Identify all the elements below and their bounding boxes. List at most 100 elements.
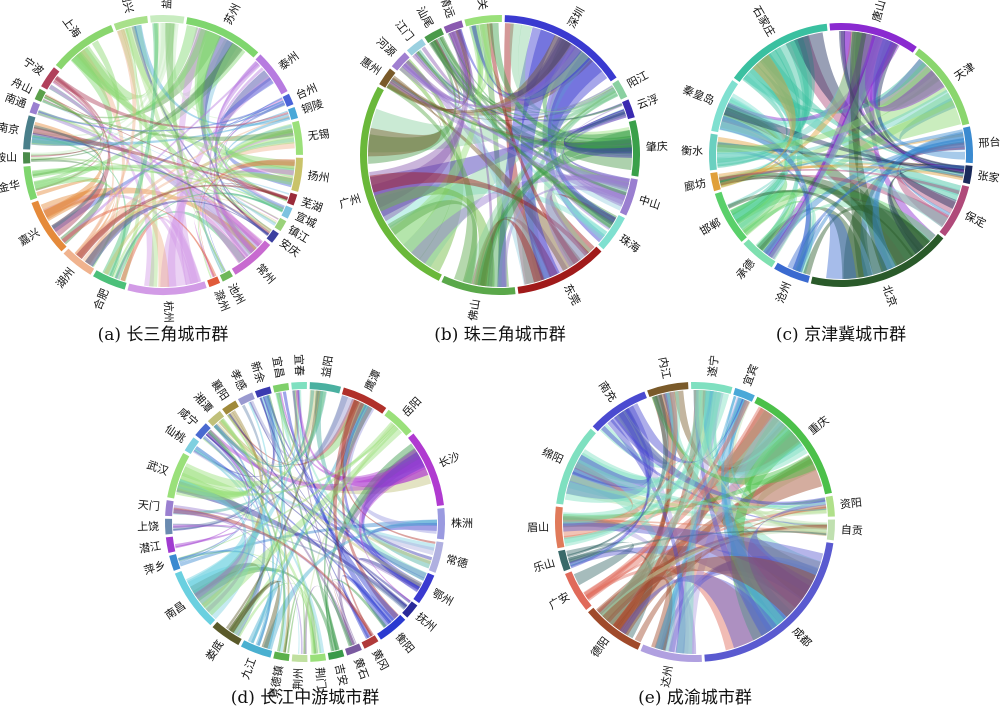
node-arc bbox=[714, 191, 747, 242]
node-arc bbox=[55, 24, 114, 70]
chord-ribbon bbox=[368, 93, 618, 153]
node-label: 芜湖 bbox=[299, 194, 324, 214]
chord-ribbon bbox=[719, 173, 788, 234]
node-arc bbox=[517, 246, 602, 294]
node-label: 上海 bbox=[60, 14, 84, 40]
node-arc bbox=[619, 178, 638, 216]
chord-ribbon bbox=[896, 142, 965, 228]
node-label: 金华 bbox=[0, 177, 21, 195]
chord-ribbon bbox=[520, 29, 571, 281]
chord-ribbon bbox=[693, 390, 803, 474]
chord-ribbon bbox=[608, 395, 670, 630]
chord-ribbon bbox=[717, 47, 801, 163]
node-arc bbox=[212, 621, 242, 646]
node-label: 天津 bbox=[952, 60, 978, 83]
node-label: 达州 bbox=[659, 665, 676, 689]
chord-ribbon bbox=[176, 27, 208, 285]
chord-ribbon bbox=[872, 131, 965, 272]
chord-ribbon bbox=[49, 85, 202, 285]
chord-ribbon bbox=[568, 530, 827, 564]
node-arc bbox=[23, 165, 38, 201]
chord-ribbon bbox=[660, 557, 818, 651]
node-arc bbox=[377, 614, 406, 640]
chord-ribbon bbox=[471, 216, 558, 285]
chord-ribbon bbox=[31, 113, 289, 146]
chord-ribbon bbox=[719, 172, 931, 267]
node-arc bbox=[291, 654, 308, 663]
chord-ribbon bbox=[177, 478, 247, 594]
node-arc bbox=[733, 23, 828, 82]
ribbon-group bbox=[368, 23, 633, 288]
node-label: 苏州 bbox=[222, 1, 243, 26]
node-arc bbox=[361, 635, 379, 649]
chord-ribbon bbox=[615, 410, 827, 511]
chord-ribbon bbox=[726, 36, 900, 122]
node-arc bbox=[710, 172, 721, 192]
chord-ribbon bbox=[762, 207, 816, 274]
node-arc bbox=[63, 248, 95, 275]
chord-ribbon bbox=[614, 410, 689, 654]
chord-ribbon bbox=[389, 78, 626, 205]
chord-ribbon bbox=[114, 210, 246, 280]
node-arc bbox=[195, 423, 211, 440]
ribbon-group bbox=[716, 31, 965, 279]
node-label: 眉山 bbox=[527, 521, 549, 535]
chord-chart-4: 益阳鹰潭岳阳长沙株洲常德鄂州抚州衡阳黄冈黄石吉安荆门荆州景德镇九江娄底南昌萍乡潜… bbox=[137, 354, 473, 708]
chord-ribbon bbox=[76, 49, 125, 265]
chord-ribbon bbox=[181, 391, 327, 488]
chord-ribbon bbox=[390, 24, 484, 245]
chord-ribbon bbox=[768, 35, 892, 260]
chord-ribbon bbox=[720, 113, 782, 188]
node-label: 珠海 bbox=[617, 231, 643, 255]
node-label: 武汉 bbox=[145, 458, 170, 478]
chord-ribbon bbox=[563, 109, 633, 158]
chord-ribbon bbox=[194, 30, 288, 202]
node-label: 景德镇 bbox=[266, 664, 285, 699]
chord-ribbon bbox=[416, 24, 483, 98]
chord-ribbon bbox=[367, 522, 437, 581]
chord-ribbon bbox=[173, 395, 349, 531]
node-label: 株洲 bbox=[451, 516, 473, 530]
chord-ribbon bbox=[744, 416, 826, 505]
chord-ribbon bbox=[542, 46, 605, 243]
chord-ribbon bbox=[719, 121, 814, 274]
chord-ribbon bbox=[267, 394, 340, 651]
node-arc bbox=[282, 93, 294, 107]
chord-ribbon bbox=[719, 115, 811, 273]
chord-ribbon bbox=[72, 23, 172, 100]
chord-ribbon bbox=[756, 206, 868, 279]
node-label: 潜江 bbox=[138, 538, 162, 555]
chord-ribbon bbox=[325, 443, 421, 652]
chord-ribbon bbox=[717, 35, 815, 169]
chord-ribbon bbox=[651, 395, 817, 485]
node-arc bbox=[266, 229, 279, 243]
chord-ribbon bbox=[249, 395, 354, 462]
node-arc bbox=[222, 400, 239, 415]
node-arc bbox=[709, 133, 718, 171]
chord-ribbon bbox=[654, 398, 746, 651]
node-label: 无锡 bbox=[307, 126, 331, 143]
chord-ribbon bbox=[717, 147, 812, 273]
chord-ribbon bbox=[662, 390, 715, 458]
node-label: 惠州 bbox=[358, 54, 384, 78]
node-arc bbox=[273, 651, 290, 662]
chord-ribbon bbox=[609, 455, 813, 633]
chord-ribbon bbox=[742, 92, 955, 237]
chord-ribbon bbox=[547, 48, 624, 207]
chord-ribbon bbox=[792, 214, 857, 279]
chord-ribbon bbox=[117, 29, 144, 282]
chord-ribbon bbox=[725, 98, 788, 221]
chord-ribbon bbox=[756, 457, 827, 526]
node-label: 东莞 bbox=[561, 282, 583, 308]
chord-ribbon bbox=[386, 40, 593, 116]
chord-ribbon bbox=[563, 410, 789, 540]
node-label: 汕尾 bbox=[414, 4, 436, 30]
chord-ribbon bbox=[717, 148, 961, 196]
chord-ribbon bbox=[275, 390, 302, 457]
chord-ribbon bbox=[619, 574, 777, 649]
chord-ribbon bbox=[563, 391, 730, 544]
chord-ribbon bbox=[743, 59, 927, 114]
node-label: 长沙 bbox=[437, 450, 462, 471]
node-label: 南京 bbox=[0, 120, 20, 137]
chord-ribbon bbox=[544, 90, 617, 266]
